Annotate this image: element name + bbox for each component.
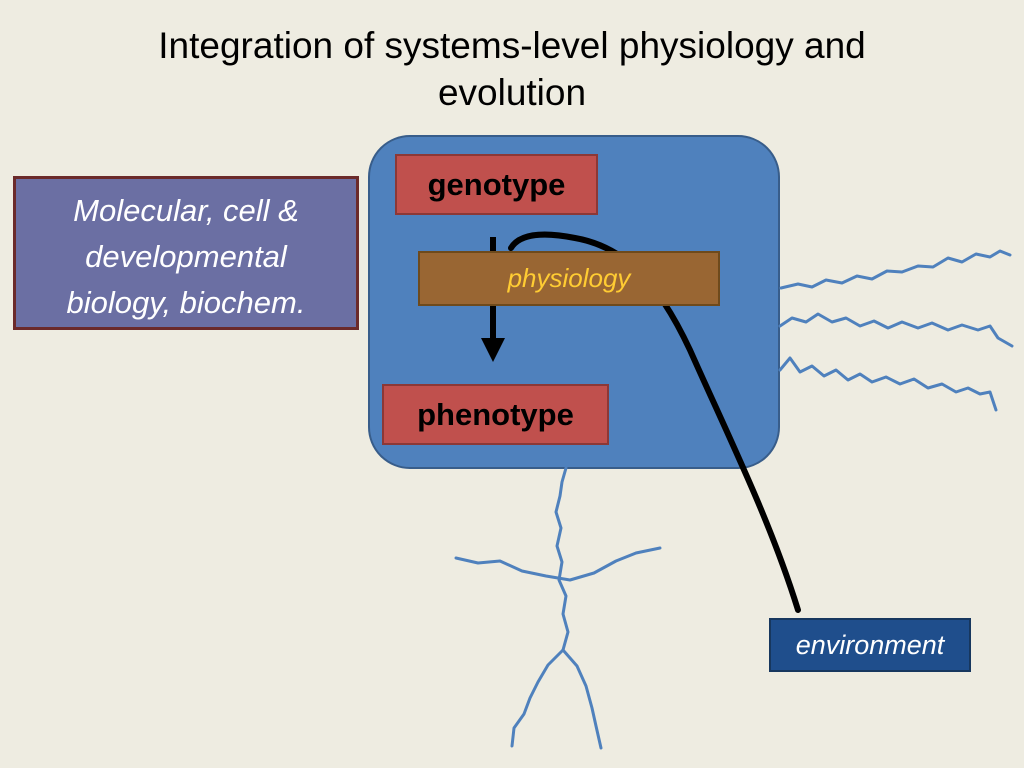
stick-figure-left-leg: [510, 648, 565, 748]
stick-figure-arms: [454, 546, 662, 582]
stick-figure-right-leg: [561, 648, 603, 750]
molecular-biology-box: Molecular, cell & developmental biology,…: [13, 176, 359, 330]
genotype-label: genotype: [427, 166, 566, 202]
molecular-biology-line-2: developmental: [85, 239, 287, 274]
title-line-1: Integration of systems-level physiology …: [158, 25, 866, 66]
phenotype-label: phenotype: [417, 396, 574, 432]
environment-label: environment: [795, 629, 945, 660]
molecular-biology-line-3: biology, biochem.: [66, 285, 306, 320]
environment-squiggles: [778, 249, 1014, 412]
title-line-2: evolution: [437, 72, 587, 113]
environment-curve: [508, 231, 801, 613]
molecular-biology-line-1: Molecular, cell &: [73, 193, 299, 228]
physiology-label: physiology: [507, 263, 631, 293]
slide-title: Integration of systems-level physiology …: [62, 22, 962, 116]
squiggle-top: [779, 249, 1012, 290]
squiggle-middle: [778, 312, 1014, 348]
stick-figure-lines: [454, 466, 662, 750]
physiology-box: physiology: [418, 251, 720, 306]
stick-figure-body: [554, 466, 570, 652]
squiggle-bottom: [778, 356, 998, 412]
environment-box: environment: [769, 618, 971, 672]
phenotype-box: phenotype: [382, 384, 609, 445]
genotype-box: genotype: [395, 154, 598, 215]
